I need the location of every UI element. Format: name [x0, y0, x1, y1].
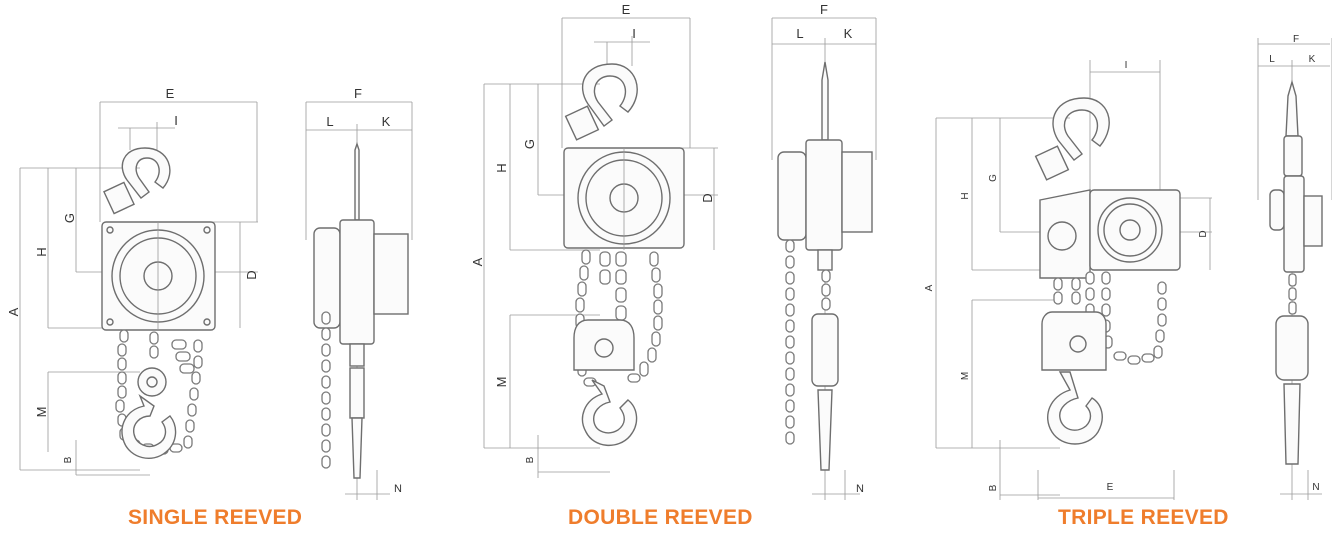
dim-label-B: B	[988, 484, 999, 491]
dim-label-H: H	[494, 163, 509, 172]
dim-label-M: M	[34, 407, 49, 418]
dim-label-N: N	[1312, 482, 1319, 493]
dim-label-A: A	[924, 284, 935, 291]
single-reeved-side-view	[305, 101, 413, 500]
dim-label-E: E	[1107, 482, 1114, 493]
double-reeved-dimension-labels: E I G H D A M B F L K N	[470, 2, 864, 495]
triple-reeved-side-view	[1257, 38, 1332, 500]
dim-label-L: L	[326, 114, 333, 129]
dim-label-M: M	[960, 372, 971, 380]
dim-label-F: F	[820, 2, 828, 17]
single-reeved-dimension-labels: E I G H D A M B F L K N	[6, 86, 402, 495]
dim-label-A: A	[6, 307, 21, 316]
caption-triple-reeved: TRIPLE REEVED	[1058, 506, 1229, 529]
dim-label-L: L	[1269, 54, 1275, 65]
dim-label-B: B	[63, 456, 74, 463]
dim-label-D: D	[244, 270, 259, 279]
dim-label-L: L	[796, 26, 803, 41]
dim-label-F: F	[354, 86, 362, 101]
dim-label-K: K	[844, 26, 853, 41]
triple-reeved-front-view	[935, 60, 1212, 500]
double-reeved-front-view	[483, 17, 718, 478]
caption-double-reeved: DOUBLE REEVED	[568, 506, 753, 529]
dim-label-G: G	[522, 139, 537, 149]
dim-label-K: K	[382, 114, 391, 129]
dim-label-I: I	[632, 26, 636, 41]
dim-label-D: D	[1198, 230, 1209, 237]
caption-single-reeved: SINGLE REEVED	[128, 506, 303, 529]
dim-label-K: K	[1309, 54, 1316, 65]
dim-label-D: D	[700, 193, 715, 202]
dim-label-B: B	[525, 456, 536, 463]
dim-label-E: E	[166, 86, 175, 101]
dim-label-I: I	[1125, 60, 1128, 71]
triple-reeved-dimension-labels: E I G H D A M B F L K N	[924, 34, 1320, 493]
dim-label-A: A	[470, 257, 485, 266]
single-reeved-front-view	[19, 101, 258, 476]
dim-label-G: G	[62, 213, 77, 223]
dim-label-I: I	[174, 113, 178, 128]
dim-label-N: N	[856, 483, 864, 495]
dim-label-H: H	[34, 247, 49, 256]
dim-label-G: G	[988, 174, 999, 182]
double-reeved-side-view	[771, 17, 877, 500]
dim-label-M: M	[494, 377, 509, 388]
dim-label-F: F	[1293, 34, 1299, 45]
dim-label-H: H	[960, 192, 971, 199]
dim-label-N: N	[394, 483, 402, 495]
dim-label-E: E	[622, 2, 631, 17]
